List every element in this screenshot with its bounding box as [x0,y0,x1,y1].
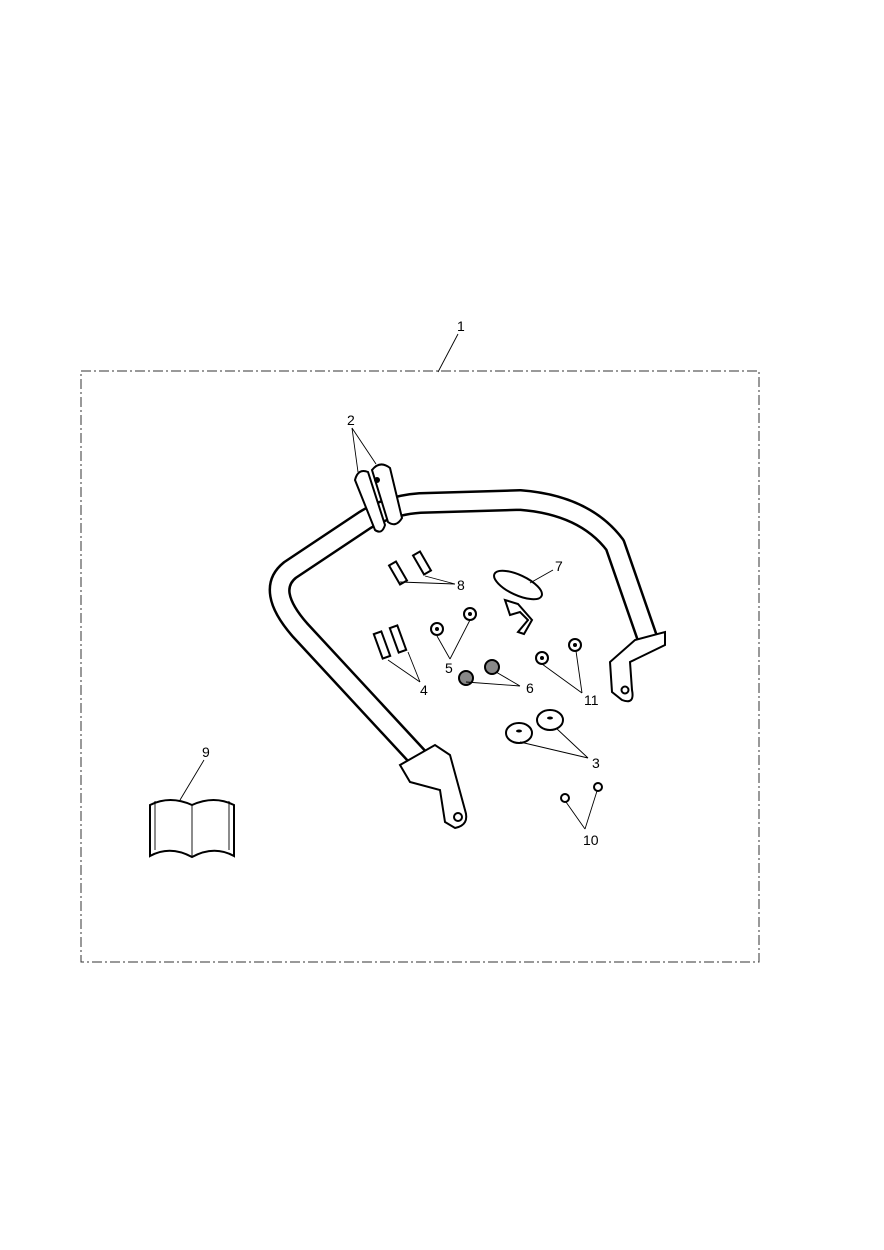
callout-8: 8 [457,577,465,593]
part-4-bolts[interactable] [372,624,408,660]
part-7-cap[interactable] [490,565,546,636]
callout-2: 2 [347,412,355,428]
part-5-washers[interactable] [430,607,477,636]
callout-9: 9 [202,744,210,760]
crash-bar[interactable] [268,489,666,830]
part-11-washers[interactable] [535,638,582,665]
callout-5: 5 [445,660,453,676]
leader-lines [179,333,598,830]
part-9-instructions-book-icon[interactable] [149,799,235,859]
callout-10: 10 [583,832,599,848]
part-10-plugs[interactable] [560,782,603,803]
callout-1: 1 [457,318,465,334]
part-8-bolts[interactable] [387,550,433,586]
part-6-nuts[interactable] [458,659,500,686]
callout-4: 4 [420,682,428,698]
callout-6: 6 [526,680,534,696]
kit-boundary-box [80,370,760,963]
callout-11: 11 [584,692,599,708]
part-2-clamp-plates[interactable] [353,463,404,533]
part-3-grommets[interactable] [505,709,564,744]
callout-7: 7 [555,558,563,574]
callout-3: 3 [592,755,600,771]
